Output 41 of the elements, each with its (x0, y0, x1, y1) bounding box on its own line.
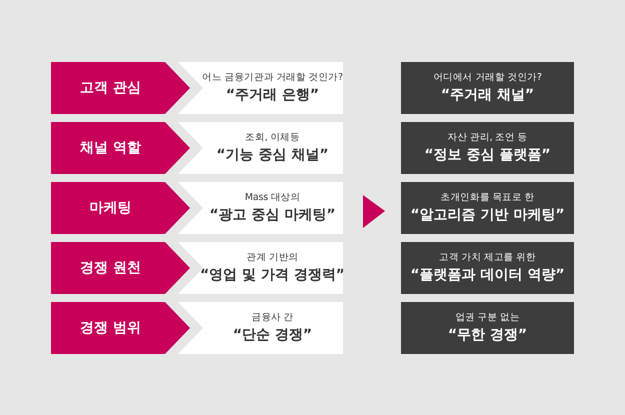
description-text: 초개인화를 목표로 한 (440, 191, 534, 205)
description-text: 금융사 간 (251, 311, 294, 325)
category-label: 마케팅 (90, 199, 132, 217)
description-text: 조회, 이체등 (245, 131, 300, 145)
current-box (178, 302, 343, 354)
future-box (401, 182, 574, 234)
arrow (363, 195, 385, 228)
headline-text: “정보 중심 플랫폼” (424, 146, 551, 165)
description-text: 관계 기반의 (246, 251, 298, 265)
future-box (401, 122, 574, 174)
description-text: 고객 가치 제고를 위한 (439, 251, 536, 265)
category-tab (51, 242, 190, 294)
headline-text: “기능 중심 채널” (216, 146, 329, 165)
category-label: 고객 관심 (80, 79, 141, 97)
headline-text: “알고리즘 기반 마케팅” (410, 206, 565, 225)
headline-text: “단순 경쟁” (232, 326, 312, 345)
headline-text: “무한 경쟁” (448, 326, 528, 345)
description-text: 자산 관리, 조언 등 (448, 131, 528, 145)
headline-text: “광고 중심 마케팅” (209, 206, 336, 225)
category-tab (51, 122, 190, 174)
future-box (401, 62, 574, 114)
category-tab (51, 182, 190, 234)
headline-text: “주거래 채널” (440, 86, 534, 105)
current-box (178, 242, 343, 294)
headline-text: “주거래 은행” (226, 86, 320, 105)
future-box (401, 302, 574, 354)
description-text: Mass 대상의 (244, 191, 300, 205)
description-text: 어느 금융기관과 거래할 것인가? (202, 71, 343, 85)
category-tab (51, 302, 190, 354)
current-box (178, 62, 343, 114)
category-label: 채널 역할 (80, 139, 141, 157)
headline-text: “플랫폼과 데이터 역량” (410, 266, 565, 285)
category-label: 경쟁 범위 (80, 319, 141, 337)
description-text: 어디에서 거래할 것인가? (433, 71, 542, 85)
description-text: 업권 구분 없는 (455, 311, 520, 325)
category-tab (51, 62, 190, 114)
current-box (178, 122, 343, 174)
current-box (178, 182, 343, 234)
headline-text: “영업 및 가격 경쟁력” (200, 266, 346, 285)
future-box (401, 242, 574, 294)
category-label: 경쟁 원천 (80, 259, 141, 277)
